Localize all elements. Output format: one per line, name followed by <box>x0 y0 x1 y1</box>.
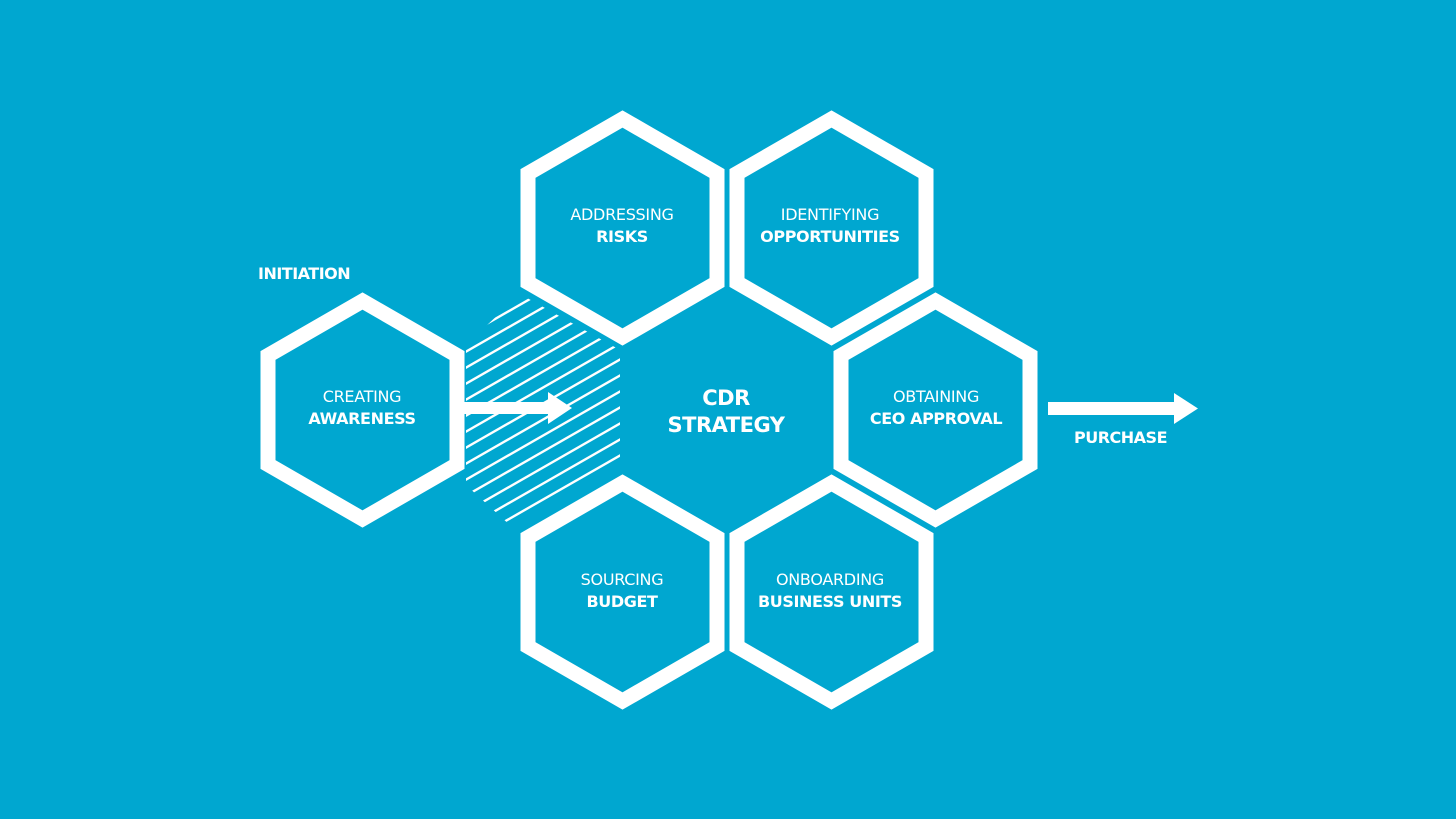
node-identifying-opportunities: IDENTIFYING OPPORTUNITIES <box>760 204 900 248</box>
node-label-bottom: AWARENESS <box>308 409 416 428</box>
hex-sourcing-budget <box>520 474 725 710</box>
node-creating-awareness: CREATING AWARENESS <box>308 386 416 430</box>
node-label-top: IDENTIFYING <box>780 205 880 224</box>
hex-obtaining-ceo-approval <box>833 292 1038 528</box>
hex-onboarding-business-units <box>729 474 934 710</box>
node-sourcing-budget: SOURCING BUDGET <box>581 569 664 613</box>
node-label-bottom: BUDGET <box>586 592 658 611</box>
node-label-bottom: OPPORTUNITIES <box>760 227 900 246</box>
label-initiation: INITIATION <box>258 264 351 283</box>
node-addressing-risks: ADDRESSING RISKS <box>570 204 674 248</box>
node-onboarding-business-units: ONBOARDING BUSINESS UNITS <box>758 569 902 613</box>
arrow-awareness-to-center <box>464 392 572 424</box>
node-label-bottom: BUSINESS UNITS <box>757 592 903 611</box>
center-label-bottom: STRATEGY <box>667 413 785 437</box>
hex-addressing-risks <box>520 110 725 346</box>
label-purchase: PURCHASE <box>1074 428 1168 447</box>
hex-identifying-opportunities <box>729 110 934 346</box>
center-label-top: CDR <box>702 386 750 410</box>
node-label-top: CREATING <box>322 387 402 406</box>
node-label-bottom: CEO APPROVAL <box>869 409 1003 428</box>
node-label-top: ONBOARDING <box>775 570 885 589</box>
node-obtaining-ceo-approval: OBTAINING CEO APPROVAL <box>869 386 1003 430</box>
node-label-top: ADDRESSING <box>570 205 674 224</box>
node-label-bottom: RISKS <box>596 227 648 246</box>
arrow-approval-to-purchase <box>1048 393 1198 424</box>
hex-creating-awareness <box>260 292 465 528</box>
center-node-cdr-strategy: CDR STRATEGY <box>668 385 785 439</box>
node-label-top: OBTAINING <box>892 387 980 406</box>
node-label-top: SOURCING <box>580 570 664 589</box>
